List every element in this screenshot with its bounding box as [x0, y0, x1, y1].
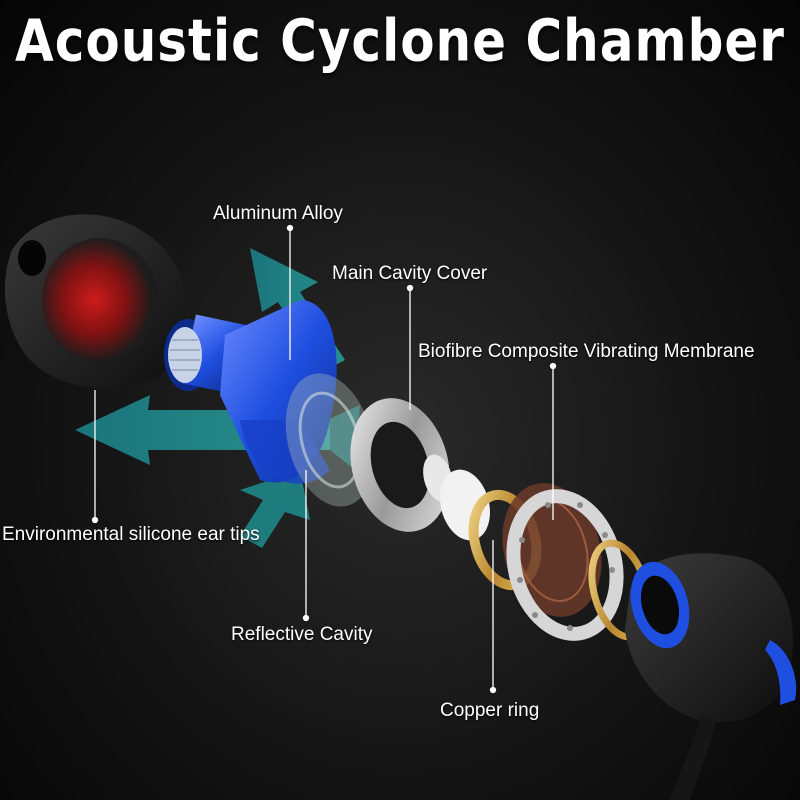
- label-main-cavity-cover: Main Cavity Cover: [332, 263, 488, 284]
- label-ear-tips: Environmental silicone ear tips: [2, 524, 260, 545]
- aluminum-nozzle-illustration: [164, 300, 337, 484]
- perforated-ring-illustration: [506, 489, 624, 641]
- label-copper-ring: Copper ring: [440, 700, 540, 721]
- callout-leaders: [91, 224, 557, 694]
- label-aluminum-alloy: Aluminum Alloy: [213, 203, 343, 224]
- ear-tip-illustration: [4, 214, 188, 389]
- main-cavity-cover-illustration: [350, 398, 453, 532]
- label-biofibre-membrane: Biofibre Composite Vibrating Membrane: [418, 341, 755, 362]
- page-title: Acoustic Cyclone Chamber: [15, 7, 785, 75]
- earphone-housing-illustration: [625, 553, 797, 800]
- label-reflective-cavity: Reflective Cavity: [231, 624, 373, 645]
